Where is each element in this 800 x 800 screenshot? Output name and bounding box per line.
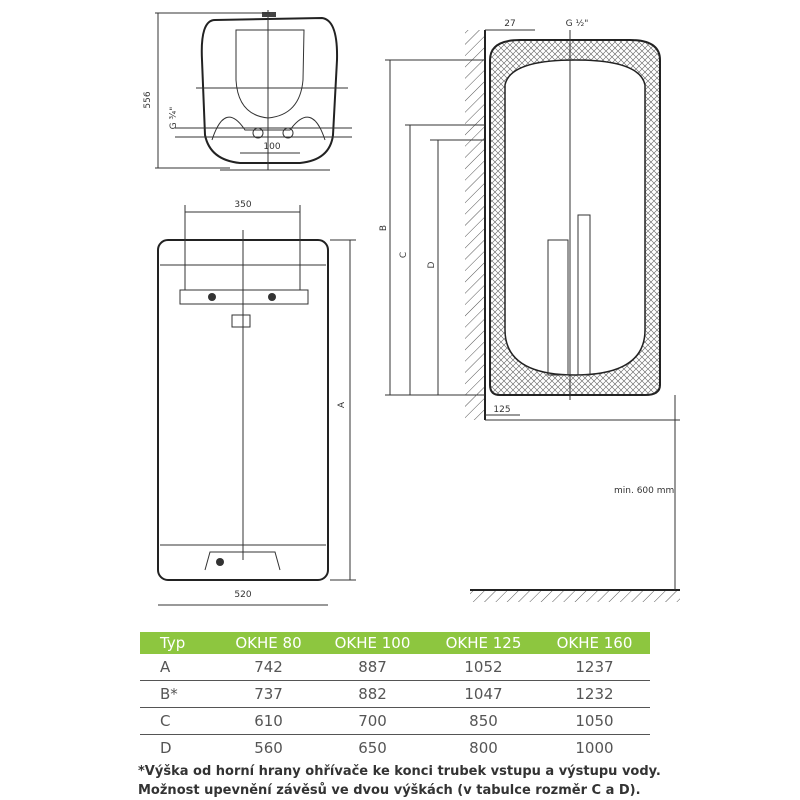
- cell: 1237: [538, 654, 650, 681]
- front-height-label: A: [337, 401, 347, 408]
- side-label-b: B: [379, 225, 389, 231]
- side-thread-label: G ½": [566, 19, 589, 29]
- cell: 1047: [428, 680, 539, 708]
- top-height-label: 556: [143, 91, 153, 108]
- cell: 700: [317, 707, 428, 735]
- cell: 1000: [575, 739, 614, 757]
- front-width-label: 520: [234, 590, 251, 600]
- cell: B*: [140, 680, 220, 708]
- cell: 800: [469, 739, 498, 757]
- cell: 1232: [538, 680, 650, 708]
- technical-drawing: 556 G ¾" 100 350 A 520: [143, 10, 680, 606]
- cell: 882: [317, 680, 428, 708]
- cell: 742: [220, 654, 318, 681]
- cell: 560: [254, 739, 283, 757]
- header-okhe125: OKHE 125: [428, 632, 539, 654]
- cell: 650: [358, 739, 387, 757]
- side-view: 27 G ½" B C D 125 min. 600 mm: [379, 19, 680, 602]
- side-bottom-offset-label: 125: [493, 405, 510, 415]
- table-row: D 560 650 800 1000: [140, 735, 650, 762]
- top-thread-label: G ¾": [169, 107, 179, 130]
- top-spacing-label: 100: [263, 142, 280, 152]
- cell: 887: [317, 654, 428, 681]
- mounting-note: Možnost upevnění závěsů ve dvou výškách …: [138, 783, 641, 798]
- table-header-row: Typ OKHE 80 OKHE 100 OKHE 125 OKHE 160: [140, 632, 650, 654]
- header-type: Typ: [140, 632, 220, 654]
- cell: D: [160, 739, 172, 757]
- side-label-c: C: [399, 252, 409, 258]
- side-wall-offset-label: 27: [504, 19, 515, 29]
- cell: C: [140, 707, 220, 735]
- cell: 610: [220, 707, 318, 735]
- dimension-table: Typ OKHE 80 OKHE 100 OKHE 125 OKHE 160 A…: [140, 632, 650, 761]
- front-mount-width-label: 350: [234, 200, 251, 210]
- cell: 737: [220, 680, 318, 708]
- top-view: 556 G ¾" 100: [143, 10, 352, 171]
- floor-clearance-label: min. 600 mm: [614, 486, 674, 496]
- header-okhe100: OKHE 100: [317, 632, 428, 654]
- cell: 1052: [428, 654, 539, 681]
- side-label-d: D: [427, 261, 437, 268]
- header-okhe80: OKHE 80: [220, 632, 318, 654]
- header-okhe160: OKHE 160: [538, 632, 650, 654]
- front-view: 350 A 520: [157, 200, 356, 606]
- footnote: *Výška od horní hrany ohřívače ke konci …: [138, 764, 661, 779]
- cell: 1050: [538, 707, 650, 735]
- cell: A: [140, 654, 220, 681]
- cell: 850: [428, 707, 539, 735]
